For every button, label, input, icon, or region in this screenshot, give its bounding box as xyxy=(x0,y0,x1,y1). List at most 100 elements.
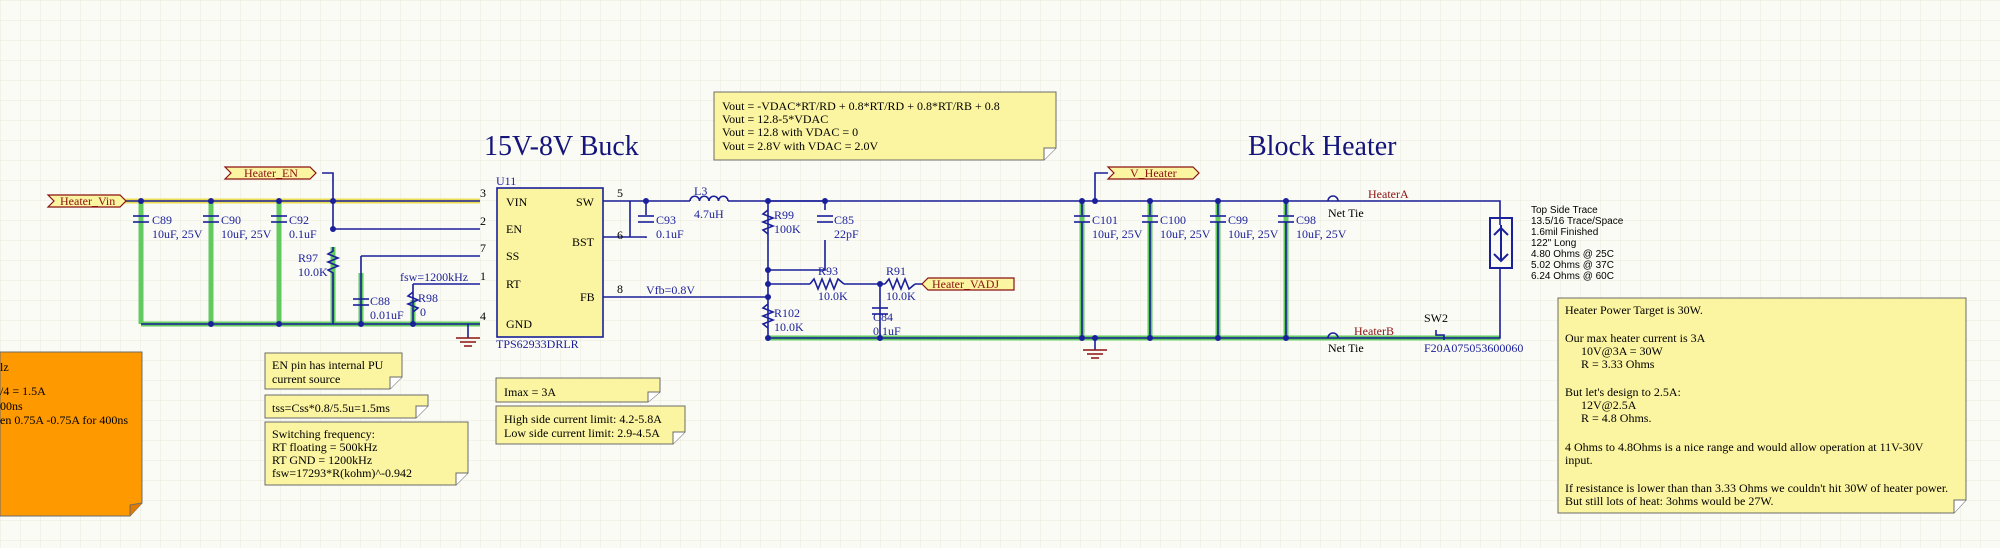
port-v-heater[interactable]: V_Heater xyxy=(1106,166,1200,180)
r91-val: 10.0K xyxy=(886,289,916,303)
junctions xyxy=(138,198,1289,341)
pin-1-num: 1 xyxy=(480,269,486,283)
cap-c89[interactable]: C89 10uF, 25V xyxy=(133,213,203,241)
buck-title: 15V-8V Buck xyxy=(484,131,639,162)
trace-info-1: 13.5/16 Trace/Space xyxy=(1531,216,1624,227)
c98-val: 10uF, 25V xyxy=(1296,227,1347,241)
note-tss[interactable]: tss=Css*0.8/5.5u=1.5ms xyxy=(264,394,429,419)
orange-note[interactable]: lz /4 = 1.5A 00ns en 0.75A -0.75A for 40… xyxy=(0,351,143,517)
note-heater-4: R = 3.33 Ohms xyxy=(1581,357,1655,371)
c84-ref: C84 xyxy=(873,310,893,324)
cap-c99[interactable]: C99 10uF, 25V xyxy=(1210,213,1279,241)
note-en-0: EN pin has internal PU xyxy=(272,358,384,372)
note-heater[interactable]: Heater Power Target is 30W. Our max heat… xyxy=(1557,297,1967,514)
note-vout-0: Vout = -VDAC*RT/RD + 0.8*RT/RD + 0.8*RT/… xyxy=(722,99,1000,113)
port-heater-vin[interactable]: Heater_Vin xyxy=(46,194,127,208)
cap-c88[interactable]: C88 0.01uF xyxy=(353,294,404,322)
port-heater-vadj[interactable]: Heater_VADJ xyxy=(921,277,1015,291)
note-current-limits[interactable]: High side current limit: 4.2-5.8A Low si… xyxy=(495,405,686,445)
c84-val: 0.1uF xyxy=(873,324,901,338)
trace-info-4: 4.80 Ohms @ 25C xyxy=(1531,249,1614,260)
heater-title: Block Heater xyxy=(1248,131,1397,162)
c99-ref: C99 xyxy=(1228,213,1248,227)
cap-c92[interactable]: C92 0.1uF xyxy=(271,213,317,241)
pin-7-num: 7 xyxy=(480,241,486,255)
inductor-l3[interactable]: L3 4.7uH xyxy=(689,184,729,221)
ic-part: TPS62933DRLR xyxy=(496,337,579,351)
pin-3-num: 3 xyxy=(480,186,486,200)
orange-note-line-4: en 0.75A -0.75A for 400ns xyxy=(0,413,128,427)
note-tss-0: tss=Css*0.8/5.5u=1.5ms xyxy=(272,401,390,415)
c93-val: 0.1uF xyxy=(656,227,684,241)
net-tie-b[interactable]: Net Tie xyxy=(1327,332,1364,355)
pin-6-num: 6 xyxy=(617,228,623,242)
note-en-1: current source xyxy=(272,372,340,386)
note-vout[interactable]: Vout = -VDAC*RT/RD + 0.8*RT/RD + 0.8*RT/… xyxy=(713,91,1057,161)
cap-c84[interactable]: C84 0.1uF xyxy=(872,307,901,338)
cap-c100[interactable]: C100 10uF, 25V xyxy=(1142,213,1211,241)
c89-ref: C89 xyxy=(152,213,172,227)
c100-ref: C100 xyxy=(1160,213,1186,227)
switch-sw2[interactable]: SW2 F20A075053600060 xyxy=(1424,311,1523,355)
c90-ref: C90 xyxy=(221,213,241,227)
c88-val: 0.01uF xyxy=(370,308,404,322)
r102-ref: R102 xyxy=(774,306,800,320)
cap-c98[interactable]: C98 10uF, 25V xyxy=(1278,213,1347,241)
orange-note-line-2: /4 = 1.5A xyxy=(0,384,46,398)
note-heater-8: R = 4.8 Ohms. xyxy=(1581,411,1651,425)
c85-val: 22pF xyxy=(834,227,859,241)
r97-val: 10.0K xyxy=(298,265,328,279)
port-heater-vadj-label: Heater_VADJ xyxy=(932,277,999,291)
r93-ref: R93 xyxy=(818,264,838,278)
net-tie-b-label: Net Tie xyxy=(1328,341,1364,355)
r102-val: 10.0K xyxy=(774,320,804,334)
note-heater-0: Heater Power Target is 30W. xyxy=(1565,303,1703,317)
cap-c93[interactable]: C93 0.1uF xyxy=(638,213,684,241)
pin-vin-name: VIN xyxy=(506,195,528,209)
sw2-ref: SW2 xyxy=(1424,311,1448,325)
r97-ref: R97 xyxy=(298,251,318,265)
r98-ref: R98 xyxy=(418,291,438,305)
resistor-r93[interactable]: R93 10.0K xyxy=(809,264,848,303)
r99-val: 100K xyxy=(774,222,801,236)
net-vfb: Vfb=0.8V xyxy=(646,283,695,297)
c92-val: 0.1uF xyxy=(289,227,317,241)
trace-info-5: 5.02 Ohms @ 37C xyxy=(1531,260,1614,271)
r99-ref: R99 xyxy=(774,208,794,222)
sw2-val: F20A075053600060 xyxy=(1424,341,1523,355)
pin-2-num: 2 xyxy=(480,214,486,228)
l3-val: 4.7uH xyxy=(694,207,724,221)
resistor-r102[interactable]: R102 10.0K xyxy=(760,303,804,334)
pin-8-num: 8 xyxy=(617,282,623,296)
resistor-r91[interactable]: R91 10.0K xyxy=(884,264,916,303)
note-limits-0: High side current limit: 4.2-5.8A xyxy=(504,412,662,426)
note-heater-6: But let's design to 2.5A: xyxy=(1565,385,1681,399)
r91-ref: R91 xyxy=(886,264,906,278)
ic-u11[interactable]: U11 TPS62933DRLR VIN EN SS RT GND 3 2 7 … xyxy=(480,174,623,351)
net-tie-a-label: Net Tie xyxy=(1328,206,1364,220)
note-vout-1: Vout = 12.8-5*VDAC xyxy=(722,112,828,126)
net-fsw: fsw=1200kHz xyxy=(400,270,468,284)
cap-c101[interactable]: C101 10uF, 25V xyxy=(1074,213,1143,241)
note-imax[interactable]: Imax = 3A xyxy=(495,377,661,403)
net-heater-a: HeaterA xyxy=(1368,187,1409,201)
resistor-r98[interactable]: R98 0 xyxy=(405,291,438,319)
cap-c85[interactable]: C85 22pF xyxy=(817,213,859,241)
note-heater-7: 12V@2.5A xyxy=(1581,398,1637,412)
note-limits-1: Low side current limit: 2.9-4.5A xyxy=(504,426,660,440)
net-tie-a[interactable]: Net Tie xyxy=(1327,195,1364,220)
c99-val: 10uF, 25V xyxy=(1228,227,1279,241)
resistor-r97[interactable]: R97 10.0K xyxy=(298,247,341,324)
cap-c90[interactable]: C90 10uF, 25V xyxy=(203,213,272,241)
note-en[interactable]: EN pin has internal PU current source xyxy=(264,352,403,390)
pin-5-num: 5 xyxy=(617,186,623,200)
port-heater-en-label: Heater_EN xyxy=(244,166,298,180)
note-fsw[interactable]: Switching frequency: RT floating = 500kH… xyxy=(264,421,469,486)
ground-symbol-right xyxy=(1083,349,1107,359)
heater-element[interactable] xyxy=(1489,217,1513,269)
resistor-r99[interactable]: R99 100K xyxy=(760,208,801,236)
note-heater-3: 10V@3A = 30W xyxy=(1581,344,1663,358)
port-heater-en[interactable]: Heater_EN xyxy=(223,166,317,180)
c93-ref: C93 xyxy=(656,213,676,227)
